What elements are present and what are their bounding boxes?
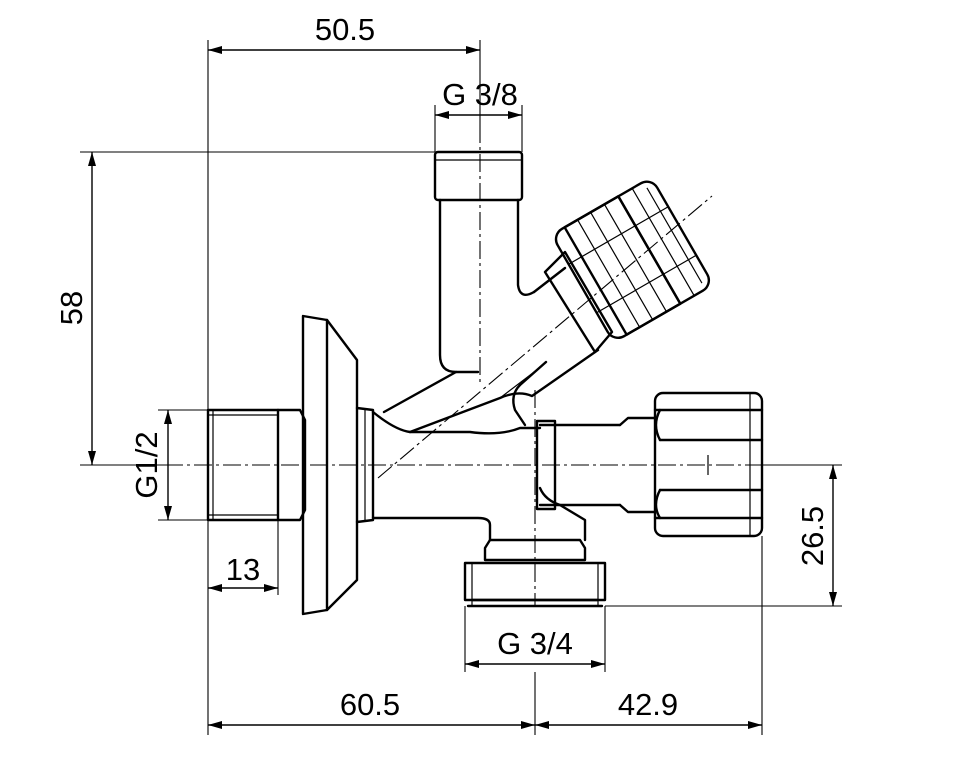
- right-seat-ring: [535, 419, 557, 511]
- dim-branch-thread-label: G 3/8: [442, 77, 518, 112]
- diagonal-tube: [382, 266, 600, 434]
- dim-outlet-thread: G 3/4: [465, 626, 605, 668]
- nut-flats: [654, 408, 662, 520]
- extension-lines: [80, 40, 842, 735]
- dim-left-span-label: 60.5: [340, 687, 400, 722]
- valve-body: [206, 150, 657, 616]
- main-body: [371, 410, 587, 542]
- branch-tube: [438, 198, 536, 374]
- inlet-collar: [276, 408, 307, 522]
- dim-top-width-label: 50.5: [315, 12, 375, 47]
- handle-knob: [554, 180, 711, 340]
- right-shoulder: [618, 416, 657, 514]
- body-neck: [355, 406, 375, 524]
- dim-branch-thread: G 3/8: [435, 77, 522, 119]
- dim-left-span: 60.5: [208, 687, 535, 729]
- inner-web: [512, 383, 527, 427]
- dim-top-width: 50.5: [208, 12, 480, 54]
- dim-right-span: 42.9: [535, 687, 762, 729]
- center-lines: [165, 125, 835, 605]
- dim-right-span-label: 42.9: [618, 687, 678, 722]
- dim-outlet-drop-label: 26.5: [795, 506, 830, 566]
- handle-axis-centerline: [377, 195, 713, 479]
- dim-inlet-thread: G1/2: [129, 410, 172, 520]
- outlet-thread: [463, 561, 607, 602]
- knob-core: [563, 195, 682, 336]
- dim-outlet-drop: 26.5: [795, 465, 837, 606]
- dim-height: 58: [54, 152, 96, 465]
- outlet-hex-top: [483, 538, 587, 562]
- dim-inlet-length-label: 13: [226, 552, 260, 587]
- dim-outlet-thread-label: G 3/4: [497, 626, 573, 661]
- right-stub: [538, 423, 622, 507]
- handle-neck: [543, 250, 614, 354]
- branch-thread-cap: [433, 150, 524, 202]
- dim-inlet-thread-label: G1/2: [129, 431, 164, 498]
- dim-height-label: 58: [54, 291, 89, 325]
- dim-inlet-length: 13: [208, 552, 278, 592]
